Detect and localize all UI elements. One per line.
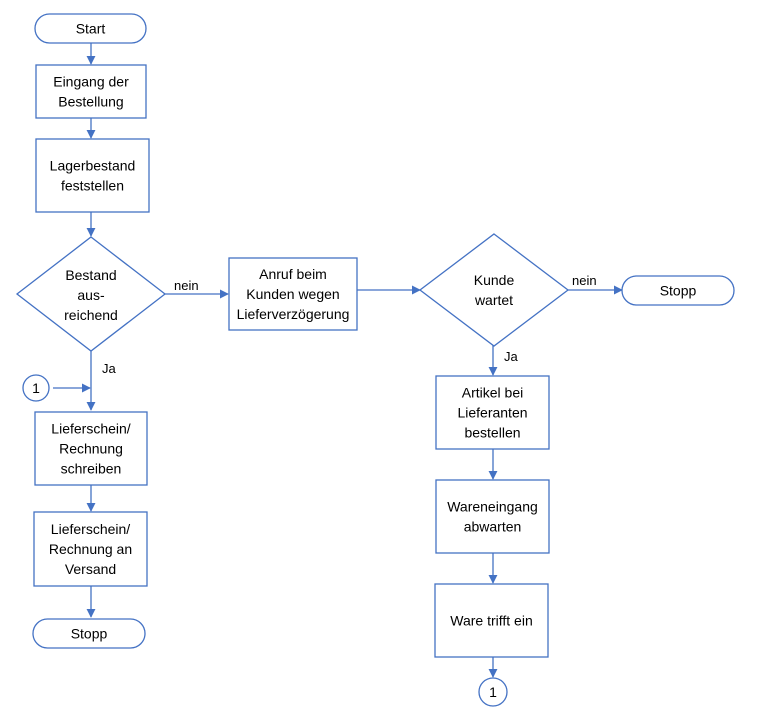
- node-stopp-right-line: Stopp: [660, 283, 697, 299]
- node-anruf-line: Kunden wegen: [246, 286, 339, 302]
- node-eingang-line: Eingang der: [53, 74, 129, 90]
- node-connector-bottom-label: 1: [489, 684, 497, 700]
- node-connector-left-label: 1: [32, 380, 40, 396]
- node-wareneingang-label: Wareneingang abwarten: [447, 499, 538, 535]
- node-stopp-right-label: Stopp: [660, 283, 697, 299]
- edge-label-kunde-nein: nein: [572, 273, 597, 288]
- node-eingang-line: Bestellung: [58, 94, 123, 110]
- node-stopp-left-line: Stopp: [71, 626, 108, 642]
- node-stopp-right: Stopp: [621, 275, 735, 306]
- node-lieferschein2-label: Lieferschein/Rechnung an Versand: [49, 521, 132, 577]
- node-anruf-line: Lieferverzögerung: [237, 306, 350, 322]
- node-ware-line: Ware trifft ein: [450, 613, 532, 629]
- node-artikel-line: Lieferanten: [457, 405, 527, 421]
- node-bestand-label: Bestand aus-reichend: [64, 267, 118, 323]
- node-lagerbestand-line: feststellen: [61, 178, 124, 194]
- node-start: Start: [34, 13, 147, 44]
- node-lagerbestand-label: Lagerbestand feststellen: [50, 158, 136, 194]
- node-connector-bottom: 1: [478, 677, 508, 707]
- node-lagerbestand-line: Lagerbestand: [50, 158, 136, 174]
- node-ware-label: Ware trifft ein: [450, 613, 532, 629]
- node-bestand: Bestand aus-reichend: [15, 236, 167, 352]
- node-kunde-line: Kunde: [474, 272, 515, 288]
- node-start-label: Start: [76, 21, 106, 37]
- node-lieferschein2-line: Rechnung an: [49, 541, 132, 557]
- node-stopp-left: Stopp: [32, 618, 146, 649]
- node-bestand-line: Bestand: [65, 267, 116, 283]
- node-lieferschein1: Lieferschein/Rechnung schreiben: [34, 411, 148, 486]
- edge-label-bestand-nein: nein: [174, 278, 199, 293]
- node-wareneingang: Wareneingang abwarten: [435, 479, 550, 554]
- node-artikel-line: Artikel bei: [462, 385, 523, 401]
- node-stopp-left-label: Stopp: [71, 626, 108, 642]
- node-bestand-line: aus-: [77, 287, 105, 303]
- node-lagerbestand: Lagerbestand feststellen: [35, 138, 150, 213]
- node-connector-bottom-line: 1: [489, 684, 497, 700]
- edge-label-kunde-ja: Ja: [504, 349, 519, 364]
- node-lieferschein1-line: schreiben: [61, 461, 122, 477]
- node-connector-left: 1: [22, 374, 50, 402]
- node-connector-left-line: 1: [32, 380, 40, 396]
- node-lieferschein2-line: Versand: [65, 561, 116, 577]
- node-lieferschein1-line: Rechnung: [59, 441, 123, 457]
- node-wareneingang-line: Wareneingang: [447, 499, 538, 515]
- node-ware: Ware trifft ein: [434, 583, 549, 658]
- node-kunde-line: wartet: [474, 292, 513, 308]
- node-kunde-label: Kunde wartet: [474, 272, 515, 308]
- node-artikel-line: bestellen: [464, 425, 520, 441]
- node-wareneingang-line: abwarten: [464, 519, 522, 535]
- node-kunde: Kunde wartet: [418, 233, 570, 347]
- node-lieferschein1-label: Lieferschein/Rechnung schreiben: [51, 421, 130, 477]
- node-bestand-line: reichend: [64, 307, 118, 323]
- node-lieferschein2: Lieferschein/Rechnung an Versand: [33, 511, 148, 587]
- node-lieferschein1-line: Lieferschein/: [51, 421, 130, 437]
- node-start-line: Start: [76, 21, 106, 37]
- edge-label-bestand-ja: Ja: [102, 361, 117, 376]
- node-lieferschein2-line: Lieferschein/: [51, 521, 130, 537]
- node-anruf-line: Anruf beim: [259, 266, 327, 282]
